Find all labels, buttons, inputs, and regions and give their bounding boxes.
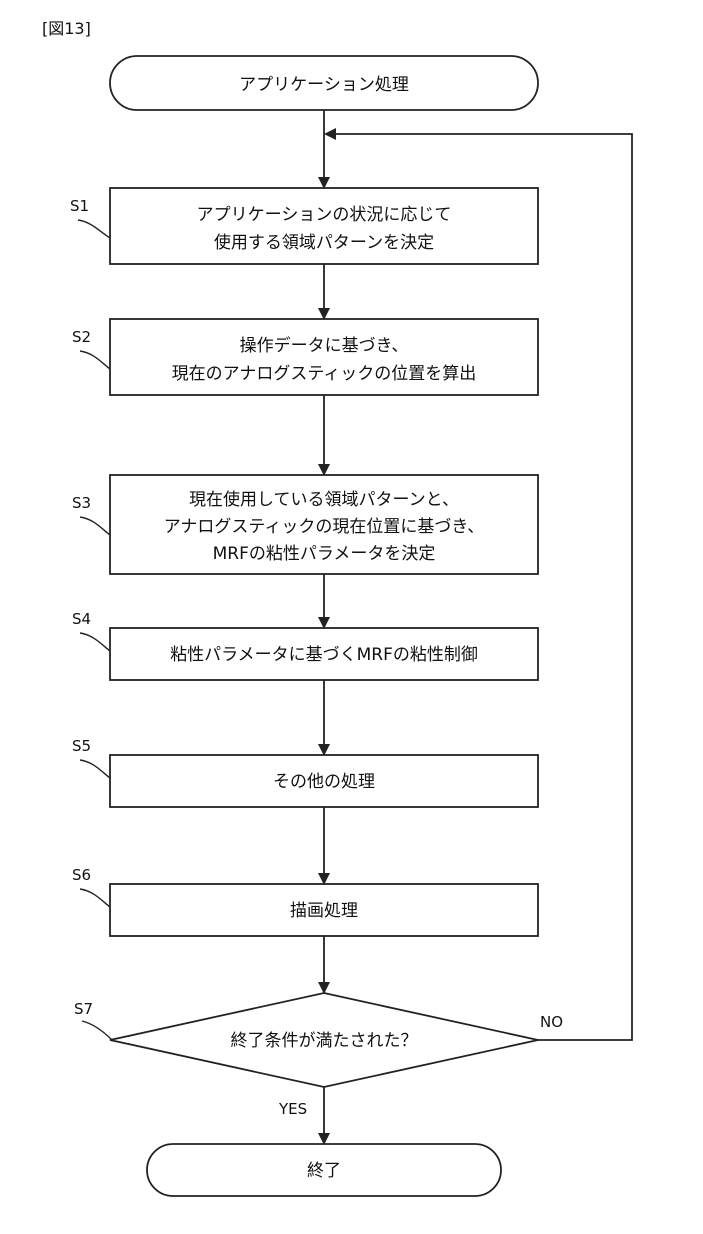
decision-s7-id: S7 xyxy=(74,1000,93,1018)
step-s1-box xyxy=(109,187,539,265)
step-s6-id: S6 xyxy=(72,866,91,884)
decision-s7-leader xyxy=(81,1020,113,1041)
step-s2-line-1: 操作データに基づき、 xyxy=(240,335,409,356)
step-s6-leader xyxy=(79,888,111,908)
step-s3-box xyxy=(109,474,539,575)
step-s2-line-2: 現在のアナログスティックの位置を算出 xyxy=(172,364,477,384)
step-s2-leader xyxy=(79,350,111,370)
step-s2-id: S2 xyxy=(72,328,91,346)
step-s6-line-1: 描画処理 xyxy=(290,901,358,921)
step-s1-id: S1 xyxy=(70,197,89,215)
start-label: アプリケーション処理 xyxy=(239,75,409,95)
step-s4-leader xyxy=(79,632,111,652)
step-s5-box xyxy=(109,754,539,808)
step-s3-line-1: 現在使用している領域パターンと、 xyxy=(189,489,459,510)
edge-no-loop xyxy=(324,128,633,1041)
step-s1-line-2: 使用する領域パターンを決定 xyxy=(214,232,434,253)
step-s3-id: S3 xyxy=(72,494,91,512)
step-s4-line-1: 粘性パラメータに基づくMRFの粘性制御 xyxy=(170,645,478,665)
end-terminator xyxy=(146,1143,502,1197)
step-s5-leader xyxy=(79,759,111,779)
step-s1-leader xyxy=(77,219,111,239)
step-s4-id: S4 xyxy=(72,610,91,628)
end-label: 終了 xyxy=(307,1161,341,1181)
step-s3-line-2: アナログスティックの現在位置に基づき、 xyxy=(164,517,484,537)
yes-label: YES xyxy=(278,1100,307,1118)
step-s1-line-1: アプリケーションの状況に応じて xyxy=(197,205,452,225)
step-s5-id: S5 xyxy=(72,737,91,755)
decision-s7-text: 終了条件が満たされた？ xyxy=(231,1031,418,1051)
step-s5-line-1: その他の処理 xyxy=(273,772,375,792)
step-s4-box xyxy=(109,627,539,681)
step-s6-box xyxy=(109,883,539,937)
figure-label: [図13] xyxy=(42,19,91,38)
step-s3-line-3: MRFの粘性パラメータを決定 xyxy=(213,544,436,564)
step-s3-leader xyxy=(79,516,111,536)
no-label: NO xyxy=(540,1013,563,1031)
